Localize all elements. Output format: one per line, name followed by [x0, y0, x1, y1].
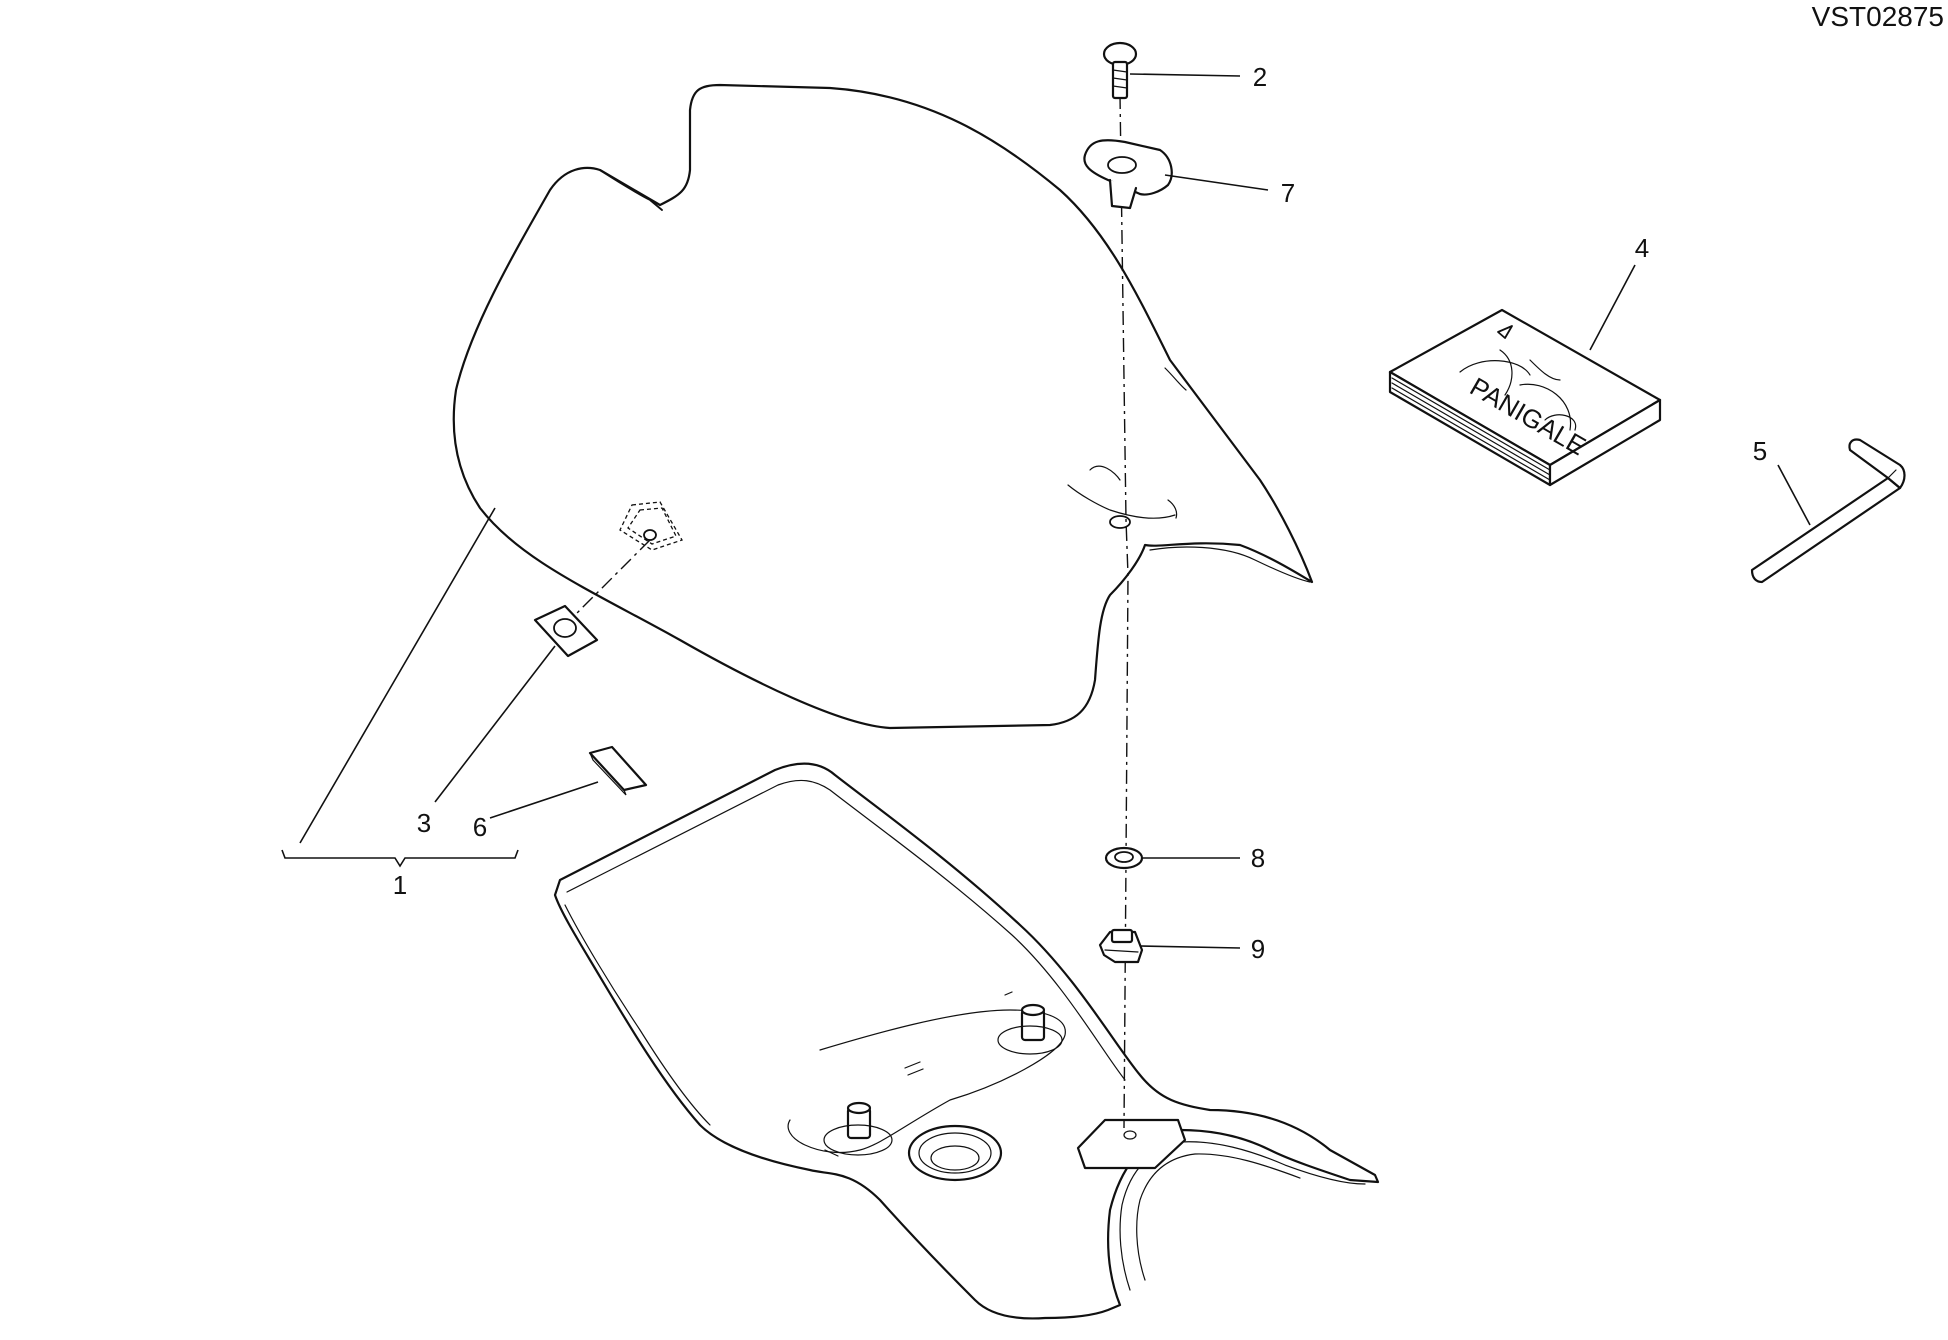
ref-8: 8	[1251, 843, 1265, 873]
seat-base	[553, 762, 1380, 1320]
seat-base-plateau	[787, 1009, 1066, 1154]
seat-plate-location	[619, 501, 683, 551]
leader-7	[1164, 174, 1269, 191]
booklet-logo	[1497, 325, 1513, 339]
plate-axis	[574, 539, 651, 616]
seat-base-bracket-hole	[1123, 1130, 1137, 1140]
ref-2: 2	[1253, 62, 1267, 92]
seat-base-inner-edge-2	[564, 904, 711, 1126]
ref-5: 5	[1753, 436, 1767, 466]
ref-6: 6	[473, 812, 487, 842]
seat-base-rear-bracket	[1076, 1118, 1187, 1170]
pad	[588, 745, 648, 796]
leader-2	[1129, 73, 1241, 77]
leader-9	[1139, 945, 1241, 949]
seat-flap	[599, 169, 663, 211]
bracket	[1083, 139, 1173, 210]
seat-base-pin-1	[1020, 1003, 1046, 1042]
assembly-axis	[1119, 94, 1129, 1129]
washer	[1104, 846, 1144, 870]
seat-fold-line	[1164, 367, 1187, 391]
seat-base-outline	[553, 762, 1380, 1320]
ref-4: 4	[1635, 233, 1649, 263]
seat-base-filler-cap	[907, 1124, 1003, 1182]
seat-outline	[452, 83, 1314, 730]
plate	[533, 604, 599, 658]
ref-3: 3	[417, 808, 431, 838]
leader-1-brace	[281, 849, 519, 868]
seat-base-inner-edge	[566, 779, 1126, 1081]
hex-key	[1750, 438, 1906, 584]
drawing-code: VST02875	[1812, 1, 1944, 32]
seat-base-pin-recess-2	[823, 1124, 893, 1156]
screw	[1102, 41, 1138, 100]
seat-base-inner-edge-4	[1136, 1153, 1301, 1281]
leader-5	[1777, 464, 1811, 526]
ref-7: 7	[1281, 178, 1295, 208]
seat-base-pin-recess-1	[997, 1025, 1063, 1055]
clip-nut	[1098, 928, 1144, 964]
leader-3	[434, 645, 556, 803]
manual-booklet: PANIGALE	[1388, 308, 1662, 487]
seat-base-pin-2	[846, 1101, 872, 1140]
seat-base-marks	[824, 991, 1013, 1157]
seat-underside-fold	[1149, 546, 1311, 583]
leader-1	[299, 507, 496, 844]
leader-4	[1589, 264, 1636, 351]
seat-rear-mount	[1109, 515, 1131, 529]
leader-6	[489, 781, 599, 819]
leaders	[281, 73, 1811, 949]
booklet-motorcycle-sketch	[1459, 349, 1577, 431]
seat-fold-line-3	[1089, 465, 1178, 519]
ref-9: 9	[1251, 934, 1265, 964]
seat-fold-line-2	[1067, 484, 1176, 519]
seat	[452, 83, 1314, 730]
ref-1: 1	[393, 870, 407, 900]
